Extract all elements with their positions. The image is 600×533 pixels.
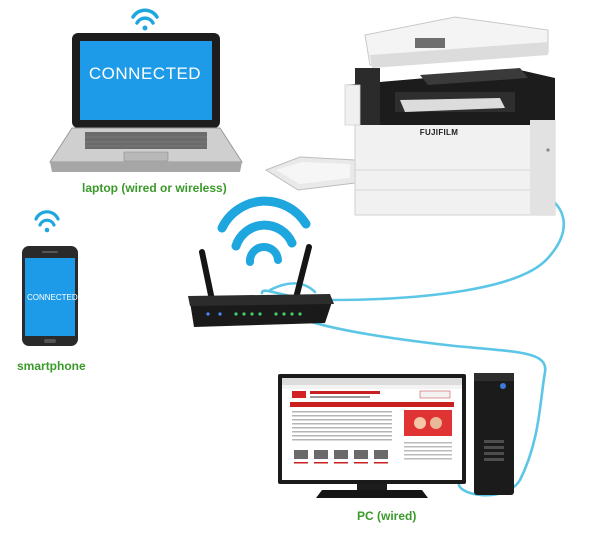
router: [188, 196, 334, 327]
pc-tower: [474, 373, 514, 495]
printer-brand-logo: FUJIFILM: [419, 128, 459, 137]
phone-screen: [25, 258, 75, 336]
pc-label: PC (wired): [357, 509, 417, 523]
wifi-icon: [34, 210, 60, 233]
laptop-screen-status: CONNECTED: [88, 64, 202, 83]
smartphone-label: smartphone: [17, 359, 86, 373]
phone-screen-status: CONNECTED: [27, 293, 78, 302]
laptop-label: laptop (wired or wireless): [82, 181, 227, 195]
laptop-screen: [80, 41, 212, 120]
smartphone: [22, 210, 78, 346]
wifi-icon: [131, 8, 159, 31]
cable-router-laptop: [268, 282, 317, 294]
laptop: [49, 8, 243, 172]
printer: [264, 16, 556, 216]
monitor: [278, 374, 466, 498]
wifi-icon: [217, 196, 311, 266]
